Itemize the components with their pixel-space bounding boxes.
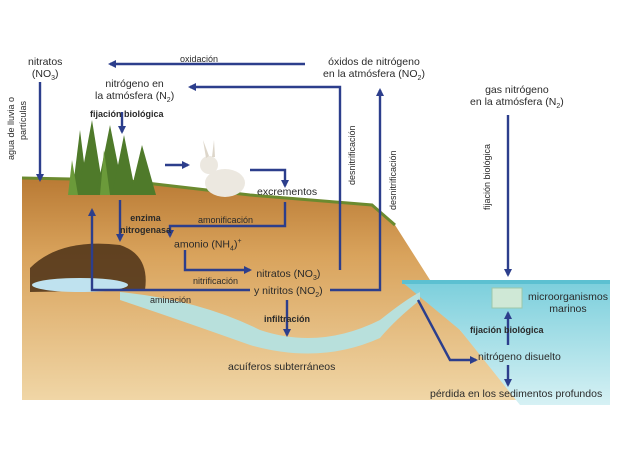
arrow-rabbit-excrementos xyxy=(250,168,289,188)
amonio-label: amonio (NH4)+ xyxy=(174,238,242,253)
desnitrificacion-1-label: desnitrificación xyxy=(347,125,357,185)
arrow-aminacion xyxy=(88,208,250,292)
oxidacion-label: oxidación xyxy=(180,54,219,64)
nitratos-nitritos-label: nitratos (NO3) y nitritos (NO2) xyxy=(254,268,323,300)
soil-block xyxy=(22,178,520,400)
acuiferos-label: acuíferos subterráneos xyxy=(228,361,336,373)
particulas-label: partículas xyxy=(18,100,28,140)
rabbit xyxy=(200,140,245,197)
agua-lluvia-label: agua de lluvia o xyxy=(6,96,16,160)
nitratos-top-label: nitratos (NO3) xyxy=(28,56,63,83)
fijacion-vert-label: fijación biológica xyxy=(482,143,492,210)
plants xyxy=(68,120,156,195)
fijacion-top-label: fijación biológica xyxy=(90,109,164,119)
fijacion-sea-label: fijación biológica xyxy=(470,325,544,335)
sea xyxy=(402,282,610,405)
nitrogeno-atm-label: nitrógeno en la atmósfera (N2) xyxy=(95,78,175,105)
arrow-excrementos-amonio xyxy=(166,202,287,238)
perdida-label: pérdida en los sedimentos profundos xyxy=(430,388,603,400)
arrow-to-sea xyxy=(416,299,478,364)
cave-water xyxy=(32,278,128,292)
aquifer xyxy=(120,292,420,354)
nitrificacion-label: nitrificación xyxy=(193,276,239,286)
oxidos-label: óxidos de nitrógeno en la atmósfera (NO2… xyxy=(323,56,425,83)
arrow-desnitrificacion-1 xyxy=(188,83,342,270)
arrow-desnitrificacion-2 xyxy=(330,88,384,292)
infiltracion-label: infiltración xyxy=(264,314,311,324)
gas-nitrogeno-label: gas nitrógeno en la atmósfera (N2) xyxy=(470,84,564,111)
microorganisms-box xyxy=(491,287,523,309)
arrow-nitrificacion xyxy=(183,250,252,274)
aminacion-label: aminación xyxy=(150,295,192,305)
excrementos-label: excrementos xyxy=(257,186,318,198)
nitrogeno-disuelto-label: nitrógeno disuelto xyxy=(478,351,561,363)
sea-surface xyxy=(402,280,610,284)
amonificacion-label: amonificación xyxy=(198,215,254,225)
desnitrificacion-2-label: desnitrificación xyxy=(388,150,398,210)
